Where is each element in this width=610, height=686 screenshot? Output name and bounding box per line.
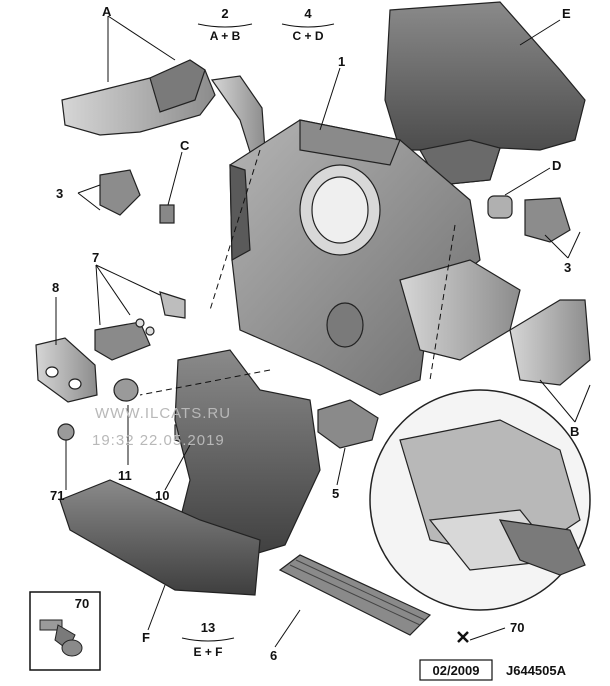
svg-text:19:32 22.05.2019: 19:32 22.05.2019: [92, 432, 225, 449]
part-c-bolt: [159, 204, 175, 224]
part-d-connector: [487, 195, 513, 219]
callout-10: 10: [155, 488, 169, 503]
callout-3-left: 3: [56, 186, 63, 201]
callout-8: 8: [52, 280, 59, 295]
detail-inset-circle: [369, 389, 591, 611]
part-6-heater-core: [278, 554, 432, 636]
inset-box-70: 70: [29, 591, 101, 671]
part-11-grommet: [113, 378, 139, 402]
callout-5: 5: [332, 486, 339, 501]
part-5-resistor: [317, 399, 379, 449]
callout-70: 70: [510, 620, 524, 635]
callout-1: 1: [338, 54, 345, 69]
group-label-13: 13 E + F: [181, 620, 235, 659]
callout-7: 7: [92, 250, 99, 265]
callout-6: 6: [270, 648, 277, 663]
svg-text:4: 4: [304, 6, 312, 21]
svg-text:70: 70: [75, 596, 89, 611]
callout-d: D: [552, 158, 561, 173]
part-f-lower-duct: [59, 349, 321, 596]
footer-date: 02/2009: [433, 663, 480, 678]
footer-ref: J644505A: [506, 663, 567, 678]
watermark: WWW.ILCATS.RU 19:32 22.05.2019: [92, 405, 231, 449]
group-label-4: 4 C + D: [281, 6, 335, 43]
part-b-bracket: [509, 299, 591, 386]
part-a-duct: [61, 59, 266, 153]
bolt-icon: [39, 619, 83, 657]
group-label-2: 2 A + B: [197, 6, 253, 43]
leader-lines: [55, 15, 591, 648]
callout-71: 71: [50, 488, 64, 503]
part-3-actuator-right: [524, 197, 571, 243]
callout-e: E: [562, 6, 571, 21]
footer: 02/2009 J644505A: [419, 659, 567, 681]
svg-text:2: 2: [221, 6, 228, 21]
part-3-actuator-left: [99, 169, 141, 216]
callout-labels: A E 1 C D 3 7 3 8 B 11 10 71 5 F 6 70: [50, 4, 579, 663]
svg-text:C + D: C + D: [292, 29, 323, 43]
callout-3-right: 3: [564, 260, 571, 275]
svg-text:13: 13: [201, 620, 215, 635]
part-1-heater-housing: [229, 119, 521, 396]
part-71-screw: [57, 423, 75, 441]
svg-text:E + F: E + F: [193, 645, 222, 659]
callout-11: 11: [118, 468, 132, 483]
callout-f: F: [142, 630, 150, 645]
callout-c: C: [180, 138, 190, 153]
callout-b: B: [570, 424, 579, 439]
part-7-connector-clip: [94, 291, 186, 361]
part-8-panel: [35, 337, 98, 403]
x-marker-icon: [457, 631, 469, 643]
svg-text:A + B: A + B: [210, 29, 241, 43]
callout-a: A: [102, 4, 112, 19]
svg-text:WWW.ILCATS.RU: WWW.ILCATS.RU: [95, 405, 231, 422]
